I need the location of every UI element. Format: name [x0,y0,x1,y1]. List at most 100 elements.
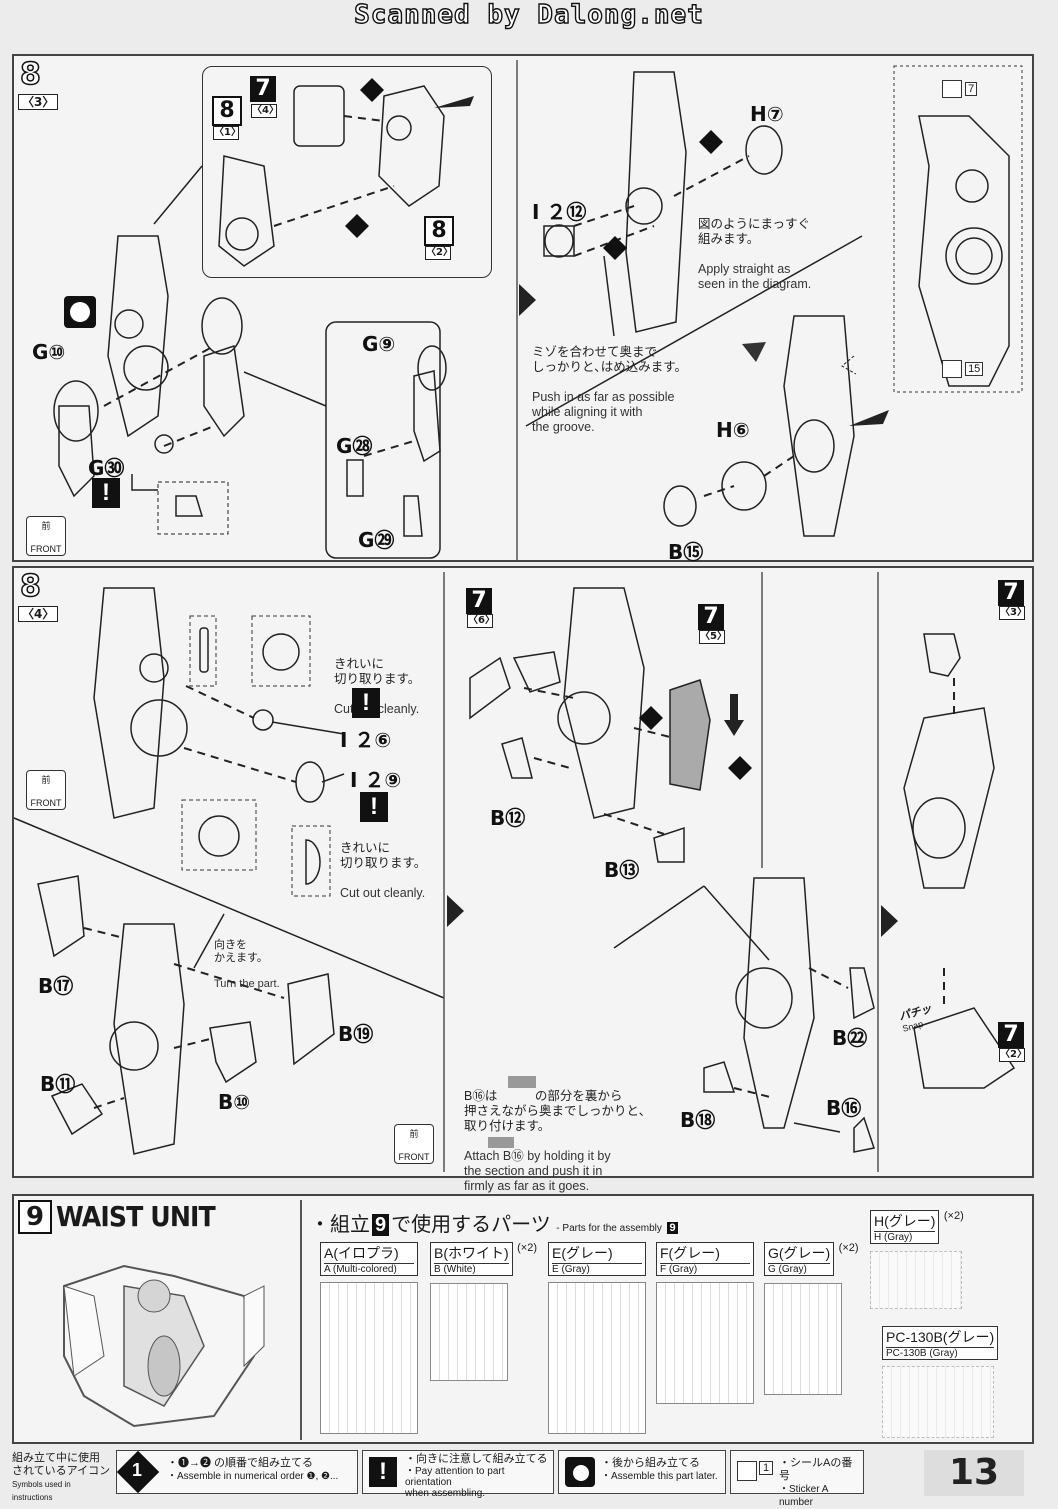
legend-item-later: ・後から組み立てる ・Assemble this part later. [558,1450,726,1494]
runner-pc130b: PC-130B(グレー)PC-130B (Gray) [882,1326,999,1438]
runner-label: E(グレー)E (Gray) [548,1242,646,1276]
order-number-text: 1 [132,1460,143,1480]
sticker-text: ・シールAの番号 ・Sticker A number [779,1457,853,1508]
divider [300,1200,302,1440]
sticker-number-15: 15 [965,361,984,376]
step-number: 8 [19,57,41,92]
runner-qty: (×2) [838,1242,859,1254]
runner-label: PC-130B(グレー)PC-130B (Gray) [882,1326,999,1360]
sticker-number-7: 7 [965,81,978,96]
step7-sub: 〈6〉 [467,614,495,628]
front-kanji: 前 [41,521,51,531]
parts-heading-jp2: で使用するパーツ [391,1214,551,1236]
parts-heading-jp: ・組立 [310,1214,370,1236]
step8-sub-1: 〈1〉 [213,126,241,140]
warning-icon: ! [369,1457,397,1487]
shaded-section-swatch [488,1137,514,1148]
runner-a: A(イロプラ)A (Multi-colored) [320,1242,418,1434]
substep-label: 〈4〉 [18,606,59,622]
page-number: 13 [924,1450,1024,1496]
step7-marker: 7 [998,1022,1024,1048]
legend-item-orientation: ! ・向きに注意して組み立てる ・Pay attention to part o… [362,1450,554,1499]
note-straight: 図のようにまっすぐ 組みます。 Apply straight as seen i… [698,202,811,307]
runner-image [656,1282,754,1404]
front-label: FRONT [30,798,62,808]
runner-label: H(グレー)H (Gray) [870,1210,940,1244]
part-label-b19: B⑲ [338,1022,374,1046]
runner-image [320,1282,418,1434]
runner-e: E(グレー)E (Gray) [548,1242,646,1434]
part-label-i29: I ２⑨ [350,768,402,792]
runner-qty: (×2) [517,1242,537,1254]
runner-label: F(グレー)F (Gray) [656,1242,754,1276]
step8-3-line-art [53,60,1023,560]
later-text: ・後から組み立てる ・Assemble this part later. [601,1457,718,1482]
part-label-b10: B⑩ [218,1090,251,1114]
front-label: FRONT [398,1152,430,1162]
note-cut-cleanly-2: きれいに 切り取ります。 Cut out cleanly. [340,826,426,916]
cut-jp: きれいに 切り取ります。 [334,657,421,686]
note-groove: ミゾを合わせて奥まで しっかりと､はめ込みます。 Push in as far … [532,330,687,450]
attach-en: Attach B⑯ by holding it by the section a… [464,1149,611,1193]
runner-list: A(イロプラ)A (Multi-colored) B(ホワイト)B (White… [320,1242,880,1438]
legend-item-order: 1 ・❶→❷ の順番で組み立てる ・Assemble in numerical … [116,1450,358,1494]
note-groove-en: Push in as far as possible while alignin… [532,390,675,434]
part-label-i26: I ２⑥ [340,728,392,752]
note-attach-b16: B⑯は の部分を裏から 押さえながら奥までしっかりと､ 取り付けます。 Atta… [464,1074,645,1209]
orientation-text: ・向きに注意して組み立てる ・Pay attention to part ori… [405,1453,548,1499]
substep-label: 〈3〉 [18,94,59,110]
runner-image [882,1366,994,1438]
attach-jp: B⑯は の部分を裏から 押さえながら奥までしっかりと､ 取り付けます。 [464,1089,646,1133]
front-orientation-icon: 前 FRONT [26,770,66,810]
part-label-g30: G㉚ [88,456,125,480]
step8-panel-4: 8 〈4〉 [12,566,1034,1193]
step8-4-line-art [14,572,1016,1172]
inset-box-subassembly [202,66,492,278]
part-label-b18: B⑱ [680,1108,716,1132]
runner-qty: (×2) [943,1210,964,1222]
step7-sub: 〈4〉 [251,104,279,118]
legend-title-en: Symbols used in instructions [12,1480,71,1502]
step8-sub-2: 〈2〉 [425,246,453,260]
part-label-b17: B⑰ [38,974,74,998]
part-label-b22: B㉒ [832,1026,868,1050]
step7-sub: 〈2〉 [999,1048,1027,1062]
part-label-h7: H⑦ [750,102,784,126]
runner-image [548,1282,646,1434]
step-number: 8 [19,569,41,604]
part-label-i12: I ２⑫ [532,200,587,224]
step7-marker: 7 [250,76,276,102]
parts-step-number: 9 [372,1214,390,1236]
step-number: 9 [25,1202,45,1232]
front-orientation-icon: 前 FRONT [26,516,66,556]
sticker-number: 1 [759,1461,774,1475]
part-label-g9: G⑨ [362,332,396,356]
note-groove-jp: ミゾを合わせて奥まで しっかりと､はめ込みます。 [532,345,688,374]
note-straight-en: Apply straight as seen in the diagram. [698,262,812,291]
legend-item-sticker: 1 ・シールAの番号 ・Sticker A number [730,1450,864,1508]
shaded-section-swatch [508,1076,536,1088]
warning-icon: ! [360,792,388,822]
front-label: FRONT [30,544,62,554]
cut-jp: きれいに 切り取ります。 [340,841,427,870]
legend-bar: 組み立て中に使用 されているアイコン Symbols used in instr… [12,1450,864,1508]
runner-image [764,1283,842,1395]
step-number-box: 9 [18,1200,52,1234]
legend-title: 組み立て中に使用 されているアイコン Symbols used in instr… [12,1452,112,1504]
runner-label: G(グレー)G (Gray) [764,1242,835,1276]
sticker-marker-7: 7 [942,80,978,98]
step7-marker: 7 [998,580,1024,606]
step8-marker-2: 8 [424,216,454,246]
step8-marker-1: 8 [212,96,242,126]
step7-marker: 7 [698,604,724,630]
part-label-g28: G㉘ [336,434,373,458]
part-label-b16: B⑯ [826,1096,862,1120]
cut-en: Cut out cleanly. [340,886,426,900]
front-orientation-icon: 前 FRONT [394,1124,434,1164]
step8-panel-3: 8 〈3〉 7 〈4〉 8 〈1〉 8 〈2〉 [12,54,1034,564]
front-kanji: 前 [409,1129,419,1139]
warning-icon: ! [352,688,380,718]
part-label-b15: B⑮ [668,540,704,564]
turn-jp: 向きを かえます。 [214,939,268,964]
